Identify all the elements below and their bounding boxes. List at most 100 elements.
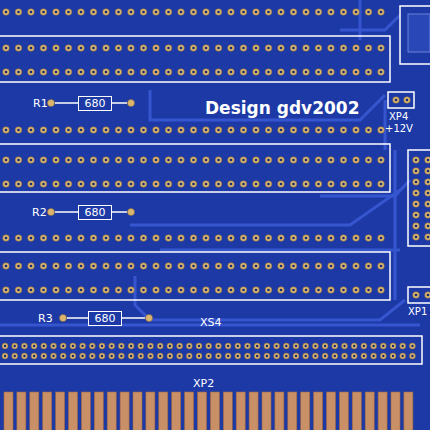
pad-hole xyxy=(305,289,308,292)
pad-hole xyxy=(355,289,358,292)
pad xyxy=(409,353,415,359)
pad xyxy=(332,353,338,359)
pad-hole xyxy=(342,11,345,14)
pad-hole xyxy=(155,265,158,268)
edge-finger xyxy=(146,392,155,430)
pad xyxy=(228,69,235,76)
pad xyxy=(15,287,22,294)
pad xyxy=(12,343,18,349)
pad xyxy=(278,235,285,242)
pad xyxy=(203,157,210,164)
pad xyxy=(253,9,260,16)
pad xyxy=(322,353,328,359)
pad xyxy=(53,127,60,134)
pad-hole xyxy=(353,355,355,357)
pad xyxy=(196,343,202,349)
pad-hole xyxy=(314,345,316,347)
pad xyxy=(264,343,270,349)
edge-finger xyxy=(185,392,194,430)
pad-hole xyxy=(67,159,70,162)
pad xyxy=(65,235,72,242)
pad-hole xyxy=(392,355,394,357)
pad-hole xyxy=(167,265,170,268)
connector-name: XP2 xyxy=(193,378,214,389)
pad xyxy=(128,235,135,242)
pad xyxy=(3,157,10,164)
pad xyxy=(340,157,347,164)
pad-hole xyxy=(367,129,370,132)
pad-hole xyxy=(30,237,33,240)
pad-hole xyxy=(402,345,404,347)
pad xyxy=(315,157,322,164)
pad-hole xyxy=(411,345,413,347)
pad xyxy=(15,235,22,242)
pad-hole xyxy=(142,47,145,50)
pad-hole xyxy=(192,129,195,132)
pad xyxy=(128,343,134,349)
edge-finger xyxy=(107,392,116,430)
pad-hole xyxy=(267,289,270,292)
pad xyxy=(365,69,372,76)
pad xyxy=(225,353,231,359)
pad-hole xyxy=(92,289,95,292)
pad-hole xyxy=(180,129,183,132)
pad xyxy=(103,157,110,164)
pad xyxy=(153,69,160,76)
pad xyxy=(128,45,135,52)
edge-finger xyxy=(17,392,26,430)
pad-hole xyxy=(169,345,171,347)
pad xyxy=(40,287,47,294)
pad-hole xyxy=(55,71,58,74)
pad-hole xyxy=(55,183,58,186)
pad-hole xyxy=(217,289,220,292)
pad-hole xyxy=(17,237,20,240)
pad xyxy=(53,69,60,76)
pad xyxy=(3,181,10,188)
pad-hole xyxy=(167,289,170,292)
pad-hole xyxy=(208,345,210,347)
pad-hole xyxy=(285,355,287,357)
pad-hole xyxy=(80,159,83,162)
pad xyxy=(413,201,420,208)
pad-hole xyxy=(367,47,370,50)
pad xyxy=(380,353,386,359)
pad-hole xyxy=(142,265,145,268)
pad-hole xyxy=(105,47,108,50)
pad xyxy=(165,157,172,164)
pad-hole xyxy=(355,237,358,240)
pad-hole xyxy=(355,71,358,74)
pad-hole xyxy=(317,183,320,186)
pad-hole xyxy=(267,129,270,132)
pad xyxy=(128,9,135,16)
edge-finger xyxy=(81,392,90,430)
pad-hole xyxy=(155,289,158,292)
pad xyxy=(303,127,310,134)
pad-hole xyxy=(5,159,8,162)
pad-hole xyxy=(67,129,70,132)
pad xyxy=(303,69,310,76)
pad-hole xyxy=(230,237,233,240)
pad xyxy=(165,9,172,16)
pad xyxy=(99,353,105,359)
pad xyxy=(254,353,260,359)
pad xyxy=(148,353,154,359)
pad xyxy=(138,343,144,349)
pad xyxy=(215,9,222,16)
pad xyxy=(31,353,37,359)
pad-hole xyxy=(242,289,245,292)
pad-hole xyxy=(237,345,239,347)
pad xyxy=(128,353,134,359)
pad-hole xyxy=(330,183,333,186)
pad-hole xyxy=(192,11,195,14)
pad-hole xyxy=(30,129,33,132)
pad-hole xyxy=(43,345,45,347)
pad xyxy=(78,45,85,52)
pad xyxy=(3,287,10,294)
part-name: R3 xyxy=(38,313,53,324)
edge-finger xyxy=(30,392,39,430)
pad xyxy=(118,343,124,349)
pad xyxy=(51,343,57,349)
pad-hole xyxy=(117,265,120,268)
pad-hole xyxy=(305,159,308,162)
pad xyxy=(265,127,272,134)
